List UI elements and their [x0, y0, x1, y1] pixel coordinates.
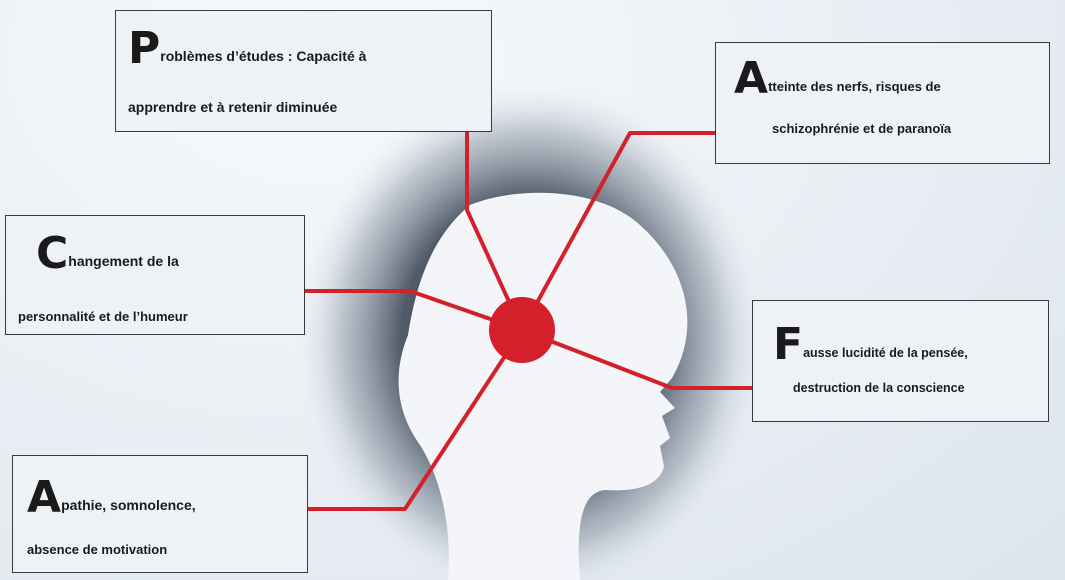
brain-center-node	[489, 297, 555, 363]
connector-apathie	[279, 328, 524, 511]
effect-initial: C	[36, 228, 69, 279]
effect-box-nerfs: Atteinte des nerfs, risques de schizophr…	[715, 42, 1050, 164]
effect-box-etudes: Problèmes d’études : Capacité à apprendr…	[115, 10, 492, 132]
effect-text-line1: hangement de la	[68, 253, 179, 269]
head-silhouette	[398, 192, 688, 580]
effect-text-line1: pathie, somnolence,	[61, 497, 196, 513]
effect-text-line1: tteinte des nerfs, risques de	[768, 79, 941, 94]
effect-initial: A	[27, 472, 62, 523]
effect-initial: F	[773, 319, 804, 370]
effect-text-line1: ausse lucidité de la pensée,	[803, 346, 968, 360]
effect-box-lucidite: Fausse lucidité de la pensée, destructio…	[752, 300, 1049, 422]
connector-lucidite	[521, 328, 772, 390]
effect-initial: P	[128, 23, 161, 74]
connector-nerfs	[520, 131, 740, 331]
effect-text-line1: roblèmes d’études : Capacité à	[160, 48, 367, 64]
effect-text-line2: personnalité et de l’humeur	[18, 309, 188, 324]
effect-text-line2: absence de motivation	[27, 542, 168, 557]
effect-box-personnalite: Changement de la personnalité et de l’hu…	[5, 215, 305, 335]
effect-box-apathie: Apathie, somnolence, absence de motivati…	[12, 455, 308, 573]
effect-initial: A	[734, 53, 769, 104]
effect-text-line2: apprendre et à retenir diminuée	[128, 99, 338, 115]
effect-text-line2: schizophrénie et de paranoïa	[772, 121, 952, 136]
effect-text-line2: destruction de la conscience	[793, 381, 965, 395]
connector-etudes	[465, 118, 524, 331]
